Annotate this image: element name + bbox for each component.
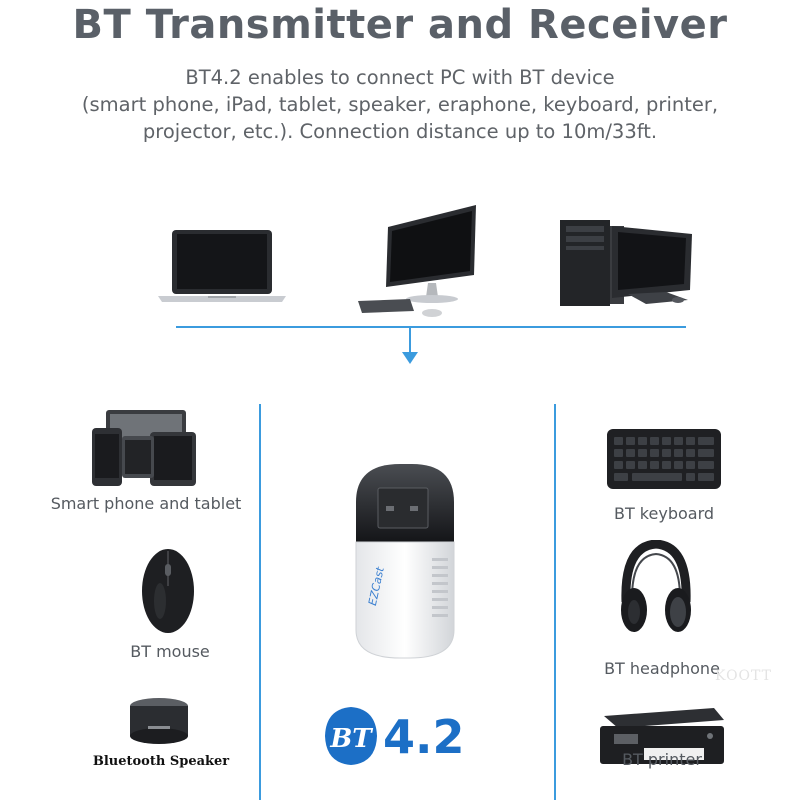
- right-divider: [554, 404, 556, 800]
- bt-headphone-label: BT headphone: [604, 659, 720, 678]
- laptop-icon: [158, 230, 286, 302]
- smart-phone-tablet-label: Smart phone and tablet: [50, 494, 242, 513]
- bt-badge-text: BT: [329, 724, 373, 754]
- down-arrow-icon: [402, 352, 418, 364]
- page-subtitle: BT4.2 enables to connect PC with BT devi…: [40, 64, 760, 145]
- page-title: BT Transmitter and Receiver: [72, 2, 728, 48]
- desktop-monitor-icon: [358, 205, 476, 317]
- connection-line: [176, 326, 686, 328]
- bt-version: 4.2: [383, 710, 465, 764]
- mouse-icon: [142, 549, 194, 633]
- tablet-phone-icon: [92, 410, 196, 486]
- printer-icon: [600, 708, 724, 764]
- subtitle-line-1: BT4.2 enables to connect PC with BT devi…: [185, 66, 615, 89]
- bt-keyboard-label: BT keyboard: [613, 504, 715, 523]
- left-divider: [259, 404, 261, 800]
- bt-printer-label: BT printer: [622, 750, 702, 769]
- bluetooth-badge-icon: BT: [325, 707, 377, 765]
- bluetooth-speaker-label: Bluetooth Speaker: [92, 754, 230, 769]
- subtitle-line-2: (smart phone, iPad, tablet, speaker, era…: [81, 93, 719, 116]
- keyboard-icon: [607, 429, 721, 489]
- subtitle-line-3: projector, etc.). Connection distance up…: [142, 120, 658, 143]
- watermark: KOOTT: [715, 668, 772, 684]
- pc-tower-icon: [560, 220, 692, 306]
- arrow-stem: [409, 326, 411, 354]
- usb-adapter-icon: [355, 464, 455, 659]
- speaker-icon: [130, 698, 188, 744]
- bt-mouse-label: BT mouse: [130, 642, 210, 661]
- headphone-icon: [621, 540, 691, 632]
